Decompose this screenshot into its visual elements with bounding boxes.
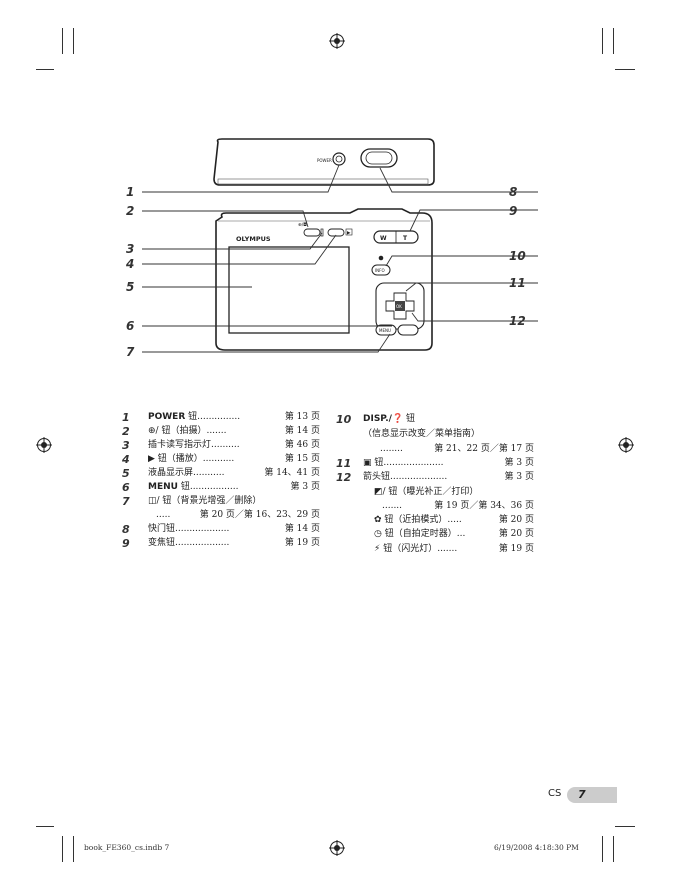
svg-text:W: W bbox=[380, 235, 387, 242]
callout-12: 12 bbox=[509, 314, 526, 328]
info-button bbox=[371, 264, 391, 276]
callout-2: 2 bbox=[126, 204, 135, 218]
power-label: POWER bbox=[317, 158, 332, 163]
mode-icon: ▣ bbox=[363, 458, 372, 468]
self-timer-icon: ◷ bbox=[374, 529, 382, 539]
exposure-icon: ◩ bbox=[374, 487, 383, 497]
help-icon: ❓ bbox=[391, 414, 404, 424]
page-number: 7 bbox=[578, 788, 586, 801]
callout-11: 11 bbox=[509, 276, 526, 290]
callout-7: 7 bbox=[126, 345, 135, 359]
list-item: 10 DISP./❓ 钮 bbox=[336, 413, 416, 426]
brand-logo: OLYMPUS bbox=[236, 235, 271, 243]
shutter-button bbox=[360, 148, 398, 168]
registration-mark-left bbox=[36, 437, 52, 453]
list-item: （信息显示改变／菜单指南） bbox=[363, 429, 481, 439]
svg-text:MENU: MENU bbox=[379, 328, 391, 333]
callout-6: 6 bbox=[126, 319, 135, 333]
list-item: ....... 第 19 页／第 34、36 页 bbox=[382, 501, 534, 511]
list-item: 12 箭头钮.................... 第 3 页 bbox=[336, 471, 534, 484]
callout-4: 4 bbox=[126, 257, 135, 271]
lcd-screen bbox=[228, 246, 350, 334]
callout-1: 1 bbox=[126, 185, 135, 199]
callout-9: 9 bbox=[509, 204, 518, 218]
list-item: 1 POWER 钮............... 第 13 页 bbox=[122, 411, 320, 424]
list-item: ........ 第 21、22 页／第 17 页 bbox=[380, 444, 534, 454]
svg-text:T: T bbox=[403, 235, 408, 242]
list-item: 5 液晶显示屏........... 第 14、41 页 bbox=[122, 467, 320, 480]
callout-8: 8 bbox=[509, 185, 518, 199]
list-item: 2 ⊕/ 钮（拍摄）....... 第 14 页 bbox=[122, 425, 320, 438]
callout-10: 10 bbox=[509, 249, 526, 263]
leader-lines bbox=[142, 164, 538, 353]
footer-date: 6/19/2008 4:18:30 PM bbox=[494, 843, 579, 852]
list-item: ✿ 钮（近拍模式）..... 第 20 页 bbox=[374, 515, 534, 525]
list-item: ..... 第 20 页／第 16、23、29 页 bbox=[156, 510, 320, 520]
registration-mark-bottom bbox=[329, 840, 345, 856]
page-number-tab: CS 7 bbox=[536, 787, 618, 803]
list-item: ◩/ 钮（曝光补正／打印） bbox=[374, 487, 479, 497]
list-item: ◷ 钮（自拍定时器）... 第 20 页 bbox=[374, 529, 534, 539]
list-item: 3 插卡读写指示灯.......... 第 46 页 bbox=[122, 439, 320, 452]
playback-button bbox=[327, 228, 345, 237]
movie-icon: ⊕ bbox=[148, 426, 156, 436]
list-item: 8 快门钮................... 第 14 页 bbox=[122, 523, 320, 536]
registration-mark-top bbox=[329, 33, 345, 49]
power-button bbox=[332, 152, 346, 166]
playback-icon: ▶ bbox=[148, 454, 155, 464]
flash-icon: ⚡ bbox=[374, 544, 381, 554]
registration-mark-right bbox=[618, 437, 634, 453]
camera-top-view: POWER bbox=[213, 138, 435, 186]
svg-text:⊕/◘: ⊕/◘ bbox=[298, 222, 307, 228]
camera-diagram: POWER OLYMPUS ▶ ⊕/◘ W T INFO OK MENU bbox=[142, 138, 538, 353]
list-item: 9 变焦钮................... 第 19 页 bbox=[122, 537, 320, 550]
footer-file: book_FE360_cs.indb 7 bbox=[84, 843, 170, 852]
list-item: 4 ▶ 钮（播放）........... 第 15 页 bbox=[122, 453, 320, 466]
svg-text:INFO: INFO bbox=[375, 268, 385, 273]
delete-button bbox=[397, 324, 419, 336]
camera-back-view: OLYMPUS ▶ ⊕/◘ W T INFO OK MENU bbox=[215, 208, 433, 351]
list-item: ⚡ 钮（闪光灯）....... 第 19 页 bbox=[374, 544, 534, 554]
shooting-button bbox=[303, 228, 321, 237]
svg-text:▶: ▶ bbox=[347, 231, 351, 236]
list-item: 7 ◫/ 钮（背景光增强／删除） bbox=[122, 495, 262, 508]
svg-text:OK: OK bbox=[396, 304, 402, 309]
language-code: CS bbox=[548, 788, 562, 799]
callout-5: 5 bbox=[126, 280, 135, 294]
menu-button bbox=[375, 324, 397, 336]
callout-3: 3 bbox=[126, 242, 135, 256]
list-item: 11 ▣ 钮..................... 第 3 页 bbox=[336, 457, 534, 470]
list-item: 6 MENU 钮................. 第 3 页 bbox=[122, 481, 320, 494]
macro-icon: ✿ bbox=[374, 515, 382, 525]
backlight-icon: ◫ bbox=[148, 496, 157, 506]
